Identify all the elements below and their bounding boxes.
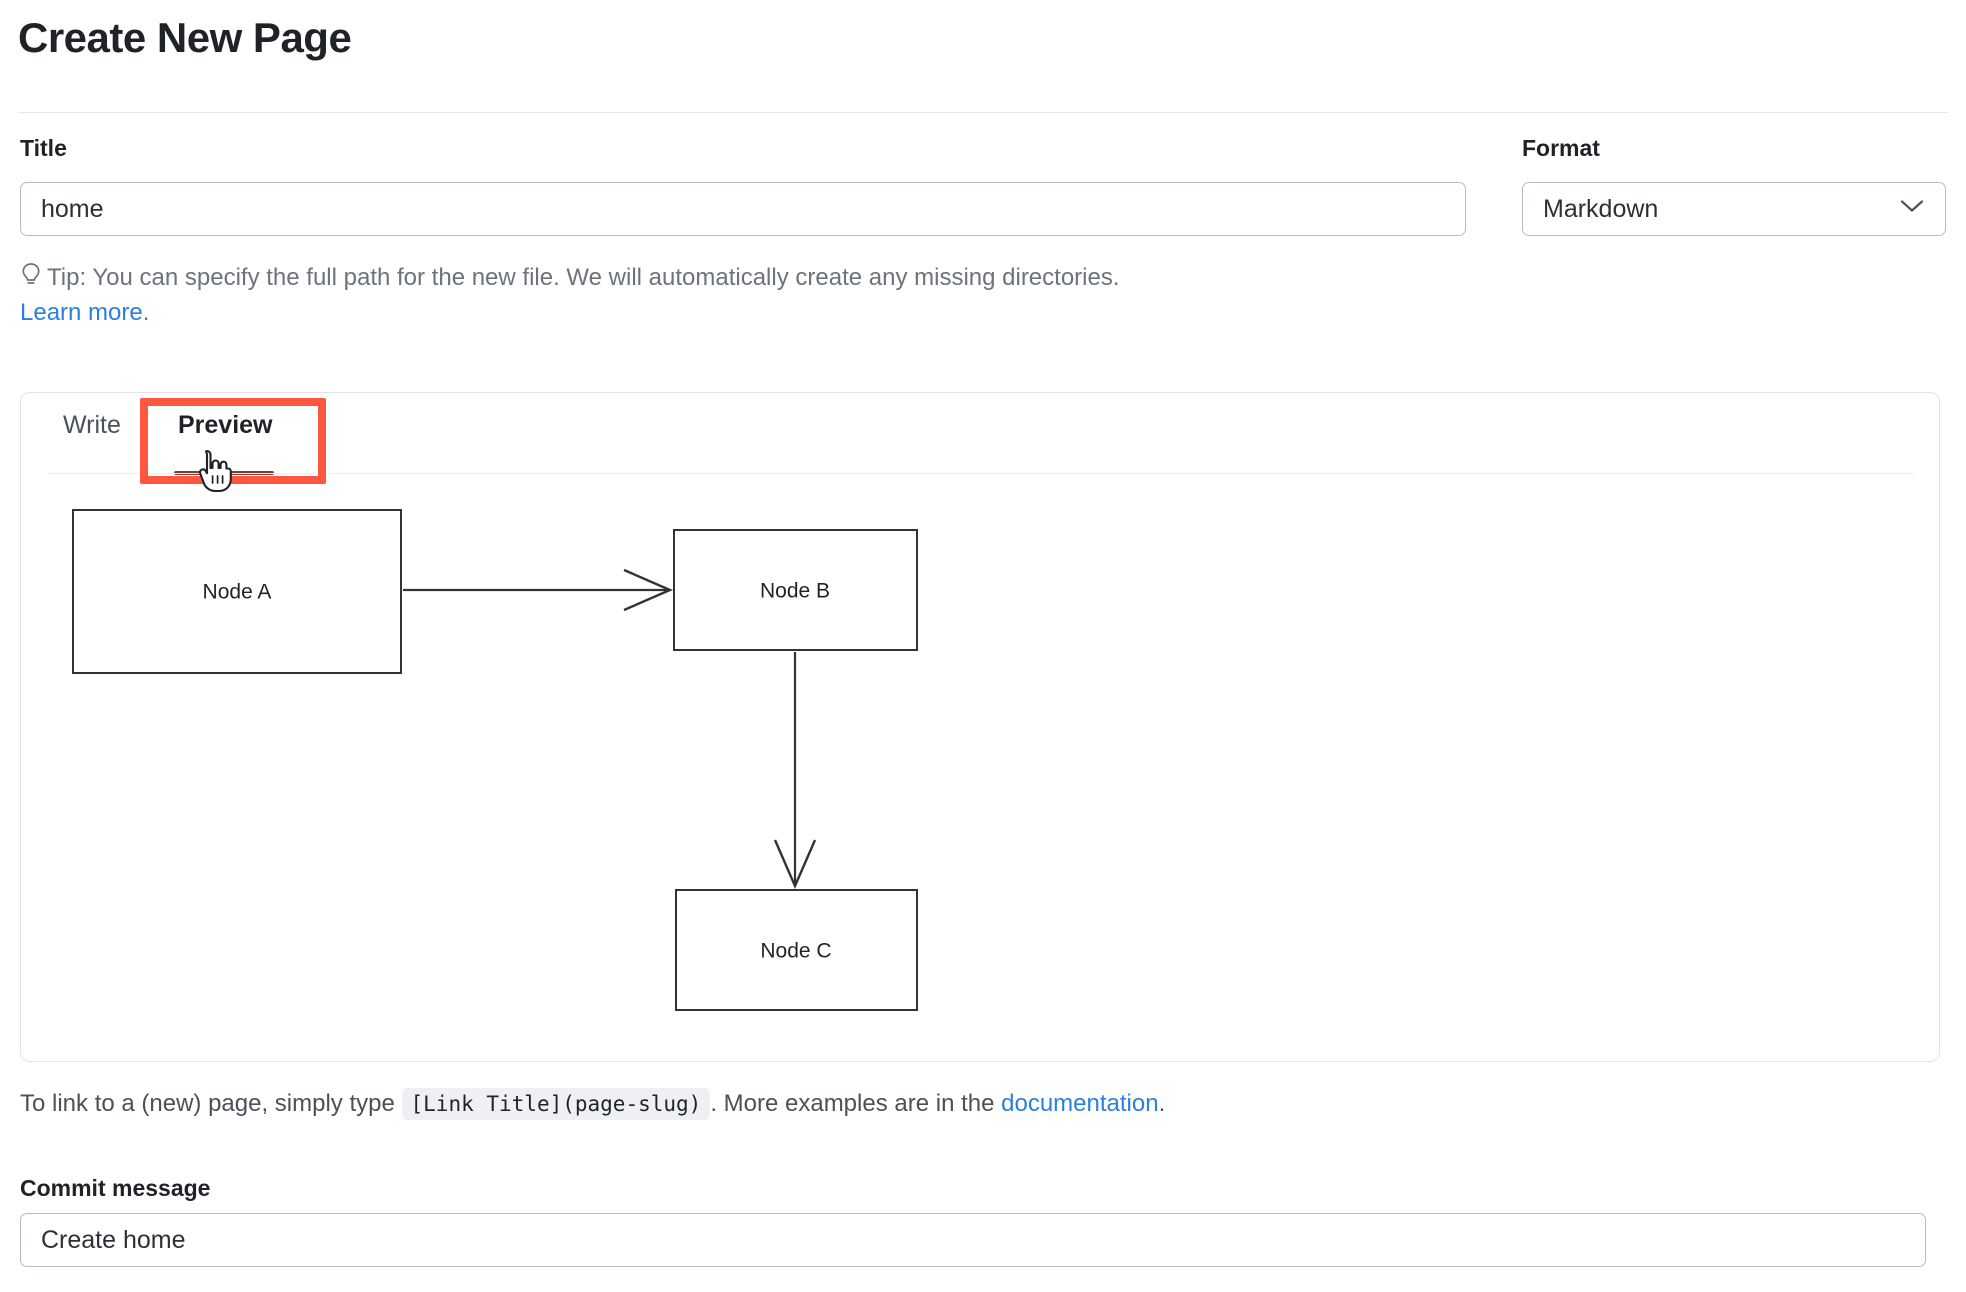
- commit-message-label: Commit message: [20, 1175, 211, 1201]
- tabs-divider: [48, 473, 1914, 474]
- diagram-node-b: Node B: [673, 529, 918, 651]
- header-divider: [18, 112, 1948, 113]
- learn-more-link[interactable]: Learn more.: [20, 298, 150, 326]
- link-hint-text: To link to a (new) page, simply type [Li…: [20, 1088, 1166, 1120]
- diagram-node-a-label: Node A: [203, 581, 272, 604]
- documentation-link[interactable]: documentation: [1001, 1090, 1159, 1117]
- title-label: Title: [20, 135, 67, 161]
- diagram-edge-a-b: [403, 568, 674, 612]
- tip-text: Tip: You can specify the full path for t…: [47, 264, 1120, 291]
- format-label: Format: [1522, 135, 1600, 161]
- format-select[interactable]: Markdown: [1522, 182, 1946, 236]
- link-hint-prefix: To link to a (new) page, simply type: [20, 1090, 395, 1117]
- tab-write[interactable]: Write: [63, 411, 121, 439]
- diagram-node-a: Node A: [72, 509, 402, 674]
- link-syntax-code: [Link Title](page-slug): [401, 1088, 711, 1120]
- link-hint-middle: . More examples are in the: [710, 1090, 995, 1117]
- format-select-value[interactable]: Markdown: [1522, 182, 1946, 236]
- commit-message-input[interactable]: [20, 1213, 1926, 1267]
- diagram-node-b-label: Node B: [760, 580, 830, 603]
- diagram-node-c: Node C: [675, 889, 918, 1011]
- editor-preview-panel: Write Preview: [20, 392, 1940, 1062]
- link-hint-end: .: [1158, 1090, 1166, 1117]
- lightbulb-icon: [20, 262, 42, 297]
- page-title: Create New Page: [18, 14, 352, 61]
- tip-row: Tip: You can specify the full path for t…: [20, 262, 1720, 328]
- diagram-edge-b-c: [773, 652, 817, 890]
- tab-preview[interactable]: Preview: [178, 411, 273, 439]
- diagram-node-c-label: Node C: [760, 940, 831, 963]
- title-input[interactable]: [20, 182, 1466, 236]
